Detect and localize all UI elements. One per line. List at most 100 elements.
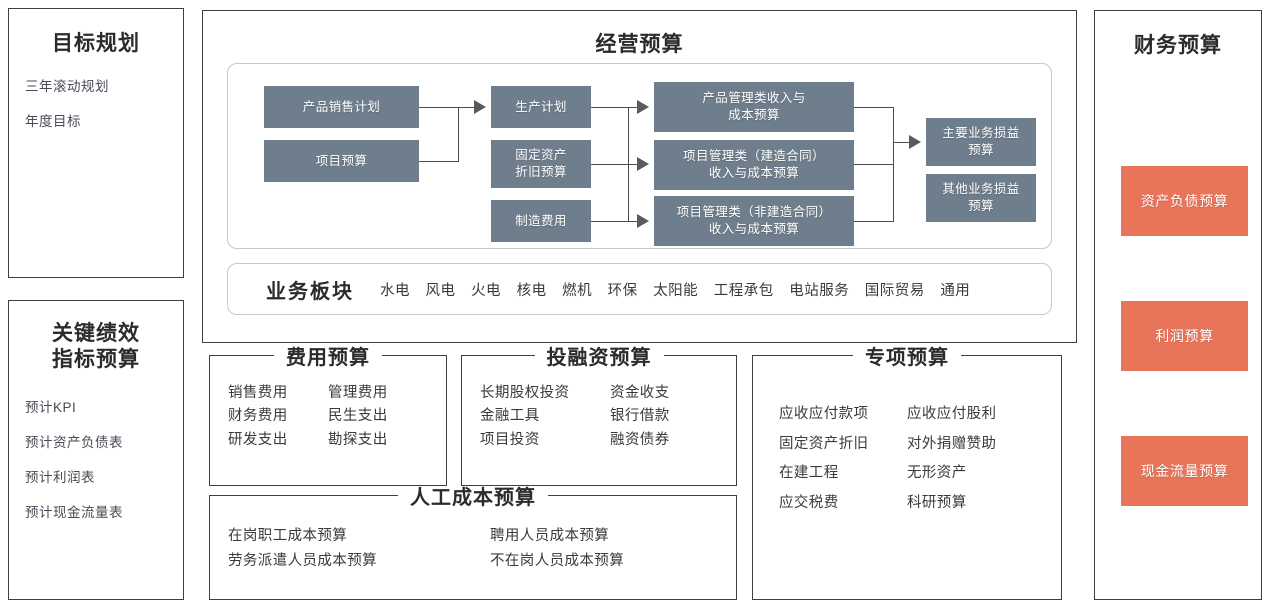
- expense-item-4[interactable]: 民生支出: [328, 408, 388, 425]
- business-sector-items: 水电 风电 火电 核电 燃机 环保 太阳能 工程承包 电站服务 国际贸易 通用: [380, 279, 981, 300]
- expense-budget-body: 销售费用 财务费用 研发支出 管理费用 民生支出 勘探支出: [210, 356, 446, 452]
- special-item-3[interactable]: 应交税费: [779, 495, 839, 512]
- connector-bus-to-row3: [628, 221, 638, 222]
- node-other-business-pl[interactable]: 其他业务损益 预算: [926, 174, 1036, 222]
- labor-cost-item-0[interactable]: 在岗职工成本预算: [228, 528, 348, 544]
- special-item-4[interactable]: 应收应付股利: [907, 406, 997, 422]
- connector-depreciation-out: [591, 164, 629, 165]
- goal-item-0: 三年滚动规划: [25, 79, 109, 95]
- kpi-budget-list: 预计KPI 预计资产负债表 预计利润表 预计现金流量表: [9, 396, 183, 521]
- node-project-mgmt-noncontract[interactable]: 项目管理类（非建造合同） 收入与成本预算: [654, 196, 854, 246]
- expense-item-5[interactable]: 勘探支出: [328, 431, 388, 448]
- expense-item-1[interactable]: 财务费用: [228, 408, 288, 425]
- node-manufacturing-expense-label: 制造费用: [515, 213, 567, 228]
- investment-item-5[interactable]: 融资债券: [610, 431, 670, 448]
- expense-budget-legend: 费用预算: [210, 341, 446, 370]
- node-project-budget[interactable]: 项目预算: [264, 140, 419, 182]
- node-production-plan[interactable]: 生产计划: [491, 86, 591, 128]
- special-item-1[interactable]: 固定资产折旧: [779, 435, 869, 452]
- goal-planning-list: 三年滚动规划 年度目标: [9, 75, 183, 130]
- node-other-business-pl-line-2: 预算: [968, 199, 994, 213]
- node-product-mgmt-revenue-line-2: 成本预算: [728, 108, 780, 122]
- node-product-mgmt-revenue-line-1: 产品管理类收入与: [702, 91, 806, 106]
- sector-item-3[interactable]: 核电: [516, 282, 547, 299]
- finance-budget-panel: 财务预算 资产负债预算 利润预算 现金流量预算: [1094, 10, 1262, 600]
- labor-cost-budget-legend: 人工成本预算: [210, 481, 736, 510]
- special-item-5[interactable]: 对外捐赠赞助: [907, 435, 997, 452]
- expense-item-2[interactable]: 研发支出: [228, 431, 288, 448]
- special-budget-body: 应收应付款项 固定资产折旧 在建工程 应交税费 应收应付股利 对外捐赠赞助 无形…: [753, 356, 1061, 519]
- expense-item-0[interactable]: 销售费用: [228, 385, 288, 401]
- investment-budget-col-1: 长期股权投资 金融工具 项目投资: [480, 382, 610, 452]
- sector-item-0[interactable]: 水电: [380, 282, 410, 299]
- kpi-budget-title: 关键绩效 指标预算: [9, 321, 183, 374]
- labor-cost-budget-panel: 人工成本预算 在岗职工成本预算 劳务派遣人员成本预算 聘用人员成本预算 不在岗人…: [209, 487, 737, 600]
- connector-merge-to-main-pl: [893, 142, 911, 143]
- labor-cost-budget-title: 人工成本预算: [398, 487, 548, 509]
- special-item-2[interactable]: 在建工程: [779, 465, 839, 482]
- node-production-plan-label: 生产计划: [515, 99, 567, 114]
- goal-planning-panel: 目标规划 三年滚动规划 年度目标: [8, 8, 184, 278]
- finance-budget-title: 财务预算: [1134, 34, 1222, 57]
- labor-cost-budget-body: 在岗职工成本预算 劳务派遣人员成本预算 聘用人员成本预算 不在岗人员成本预算: [210, 496, 736, 575]
- arrow-to-project-mgmt-noncontract: [637, 214, 649, 228]
- sector-item-9[interactable]: 国际贸易: [864, 282, 925, 299]
- sector-item-5[interactable]: 环保: [607, 282, 638, 299]
- operating-budget-panel: 经营预算 产品销售计划 项目预算 生产计划 固定资产 折旧预算 制造费用: [202, 10, 1077, 343]
- connector-sales-to-merge: [419, 107, 459, 108]
- investment-item-1[interactable]: 金融工具: [480, 408, 540, 425]
- expense-budget-panel: 费用预算 销售费用 财务费用 研发支出 管理费用 民生支出 勘探支出: [209, 347, 447, 486]
- special-item-0[interactable]: 应收应付款项: [779, 406, 869, 422]
- connector-projbudget-to-merge: [419, 161, 459, 162]
- business-sector-strip: 业务板块 水电 风电 火电 核电 燃机 环保 太阳能 工程承包 电站服务 国际贸…: [227, 263, 1052, 315]
- labor-cost-item-3[interactable]: 不在岗人员成本预算: [490, 553, 625, 570]
- sector-item-6[interactable]: 太阳能: [653, 282, 699, 299]
- investment-item-3[interactable]: 资金收支: [610, 385, 670, 401]
- node-product-sales-plan[interactable]: 产品销售计划: [264, 86, 419, 128]
- sector-item-4[interactable]: 燃机: [562, 282, 593, 299]
- sector-item-1[interactable]: 风电: [425, 282, 456, 299]
- finance-card-cash-flow-label: 现金流量预算: [1140, 463, 1229, 479]
- investment-item-4[interactable]: 银行借款: [610, 408, 670, 425]
- kpi-item-0: 预计KPI: [25, 399, 77, 415]
- sector-item-7[interactable]: 工程承包: [713, 282, 774, 299]
- connector-manufacturing-out: [591, 221, 629, 222]
- node-main-business-pl-line-1: 主要业务损益: [942, 126, 1020, 141]
- business-sector-label: 业务板块: [266, 280, 354, 303]
- node-manufacturing-expense[interactable]: 制造费用: [491, 200, 591, 242]
- sector-item-8[interactable]: 电站服务: [789, 282, 850, 299]
- investment-item-0[interactable]: 长期股权投资: [480, 385, 570, 401]
- node-fixed-asset-depreciation-line-2: 折旧预算: [515, 165, 567, 179]
- node-main-business-pl[interactable]: 主要业务损益 预算: [926, 118, 1036, 166]
- node-product-sales-plan-label: 产品销售计划: [302, 99, 381, 114]
- kpi-budget-panel: 关键绩效 指标预算 预计KPI 预计资产负债表 预计利润表 预计现金流量表: [8, 300, 184, 600]
- investment-budget-title: 投融资预算: [534, 347, 664, 369]
- node-project-mgmt-noncontract-line-2: 收入与成本预算: [708, 222, 800, 236]
- expense-budget-col-2: 管理费用 民生支出 勘探支出: [328, 382, 388, 452]
- special-item-7[interactable]: 科研预算: [907, 495, 967, 512]
- node-project-mgmt-contract[interactable]: 项目管理类（建造合同） 收入与成本预算: [654, 140, 854, 190]
- labor-cost-item-2[interactable]: 聘用人员成本预算: [490, 528, 610, 544]
- node-project-budget-label: 项目预算: [315, 153, 368, 168]
- finance-card-cash-flow[interactable]: 现金流量预算: [1121, 436, 1248, 506]
- investment-item-2[interactable]: 项目投资: [480, 431, 540, 448]
- sector-item-2[interactable]: 火电: [471, 282, 502, 299]
- connector-revenue-merge-row2: [854, 164, 894, 165]
- finance-card-balance-sheet[interactable]: 资产负债预算: [1121, 166, 1248, 236]
- node-product-mgmt-revenue[interactable]: 产品管理类收入与 成本预算: [654, 82, 854, 132]
- sector-item-10[interactable]: 通用: [940, 282, 971, 299]
- node-project-mgmt-contract-line-1: 项目管理类（建造合同）: [683, 149, 825, 164]
- special-budget-panel: 专项预算 应收应付款项 固定资产折旧 在建工程 应交税费 应收应付股利 对外捐赠…: [752, 347, 1062, 600]
- special-item-6[interactable]: 无形资产: [907, 465, 967, 482]
- kpi-item-1: 预计资产负债表: [25, 434, 123, 450]
- labor-cost-item-1[interactable]: 劳务派遣人员成本预算: [228, 553, 377, 570]
- expense-budget-col-1: 销售费用 财务费用 研发支出: [228, 382, 328, 452]
- connector-revenue-merge-row1: [854, 107, 894, 108]
- finance-card-profit[interactable]: 利润预算: [1121, 301, 1248, 371]
- connector-merge-to-production: [458, 107, 476, 108]
- expense-item-3[interactable]: 管理费用: [328, 385, 388, 401]
- kpi-item-2: 预计利润表: [25, 469, 95, 485]
- node-project-mgmt-contract-line-2: 收入与成本预算: [708, 166, 800, 180]
- arrow-to-project-mgmt-contract: [637, 157, 649, 171]
- node-fixed-asset-depreciation[interactable]: 固定资产 折旧预算: [491, 140, 591, 188]
